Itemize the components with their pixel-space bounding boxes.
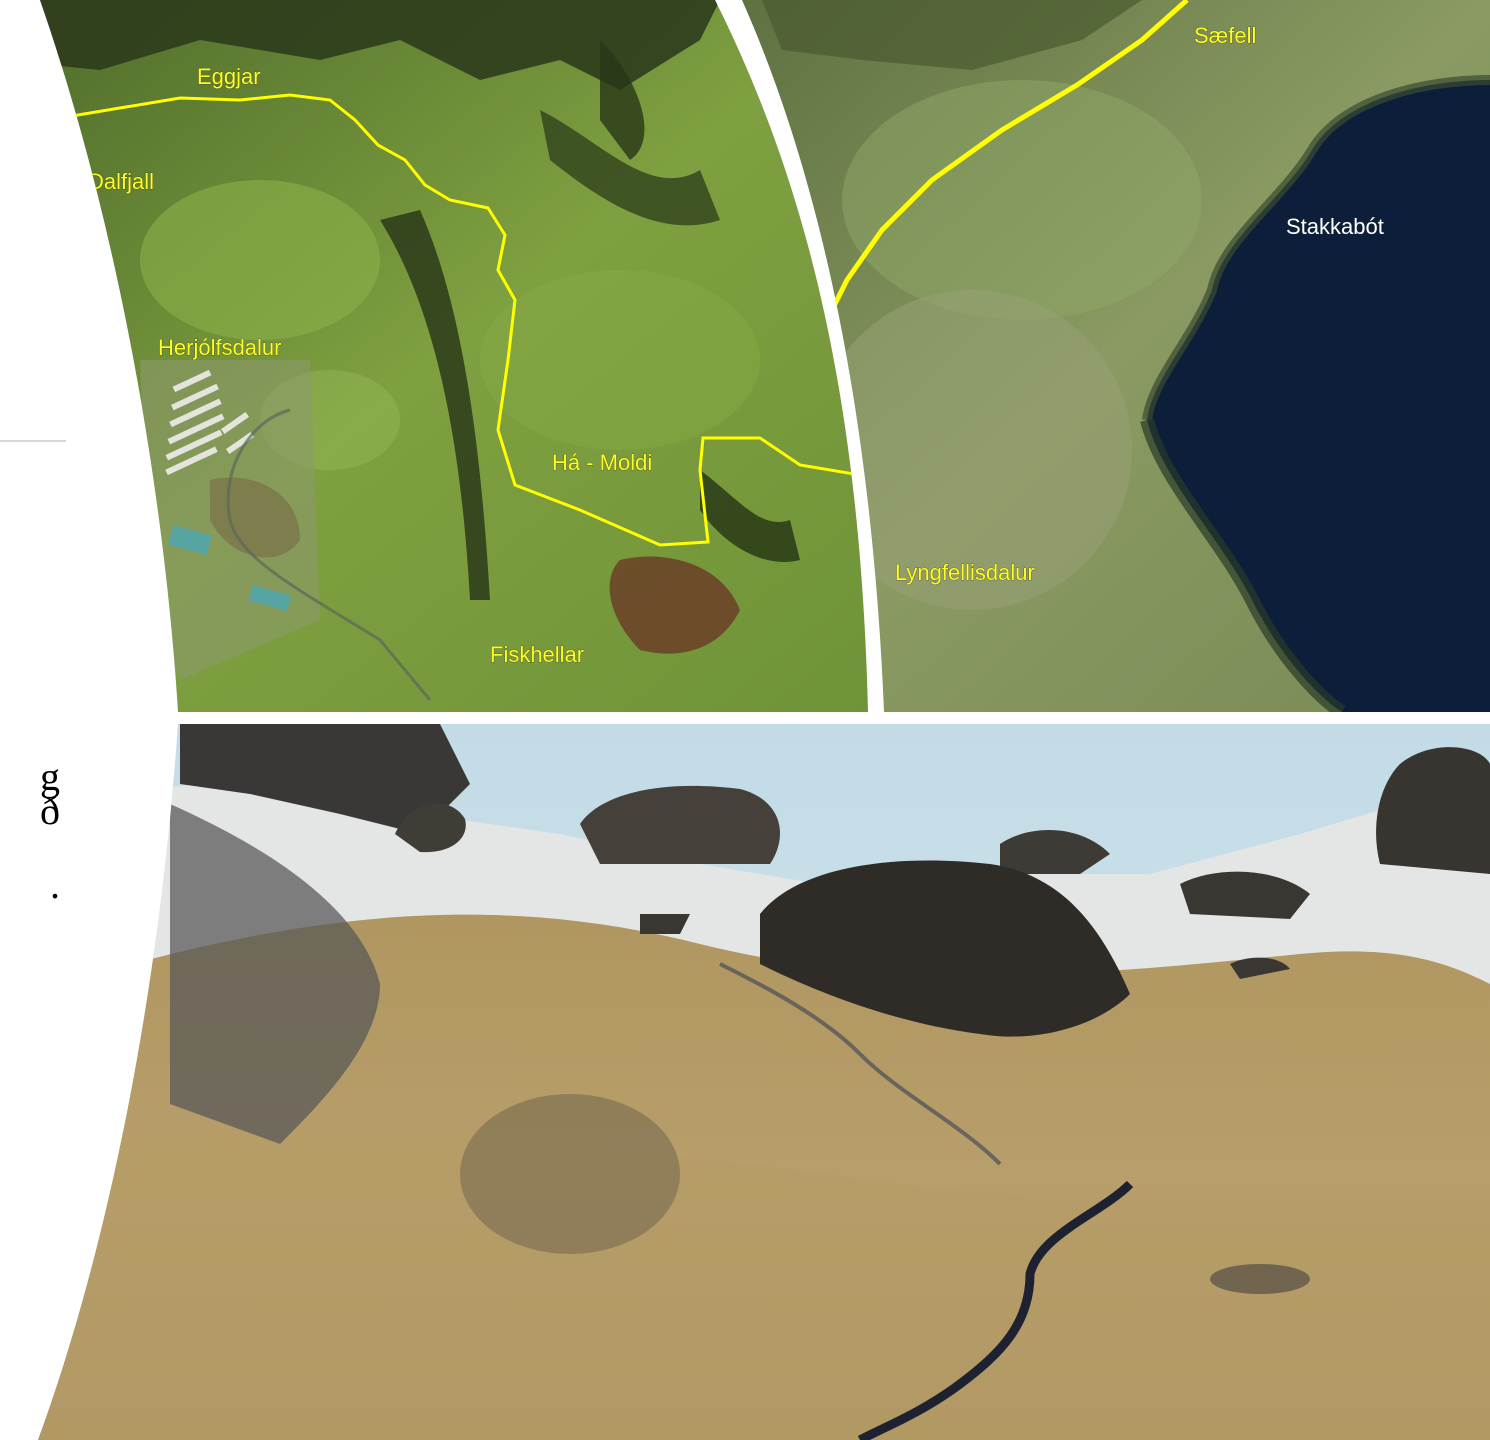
slide-divider: [0, 440, 66, 442]
sea-area: [1147, 80, 1490, 712]
label-saefell: Sæfell: [1194, 23, 1256, 48]
label-ha-moldi: Há - Moldi: [552, 450, 652, 475]
label-eggjar: Eggjar: [197, 64, 261, 89]
aerial-map-west-svg: Eggjar Dalfjall Herjólfsdalur Há - Moldi…: [40, 0, 868, 712]
landscape-photo-svg: [38, 724, 1490, 1440]
text-fragment: ð: [40, 788, 60, 833]
hiking-route: [829, 0, 1189, 312]
text-fragment: g: [40, 754, 60, 799]
text-fragment: .: [50, 862, 60, 907]
aerial-map-west: Eggjar Dalfjall Herjólfsdalur Há - Moldi…: [0, 0, 870, 712]
label-dalfjall: Dalfjall: [88, 169, 154, 194]
aerial-map-east: Sæfell Stakkabót Lyngfellisdalur: [722, 0, 1490, 712]
footpath: [857, 1180, 1134, 1440]
label-lyngfellisdalur: Lyngfellisdalur: [895, 560, 1035, 585]
aerial-map-east-svg: Sæfell Stakkabót Lyngfellisdalur: [742, 0, 1490, 712]
label-stakkabot: Stakkabót: [1286, 214, 1384, 239]
large-boulder: [760, 860, 1130, 1037]
label-fiskhellar: Fiskhellar: [490, 642, 584, 667]
landscape-photo: [0, 724, 1490, 1440]
label-herjolfsdalur: Herjólfsdalur: [158, 335, 282, 360]
hiking-route: [59, 93, 861, 547]
left-text-fragments: g ð .: [0, 754, 60, 907]
